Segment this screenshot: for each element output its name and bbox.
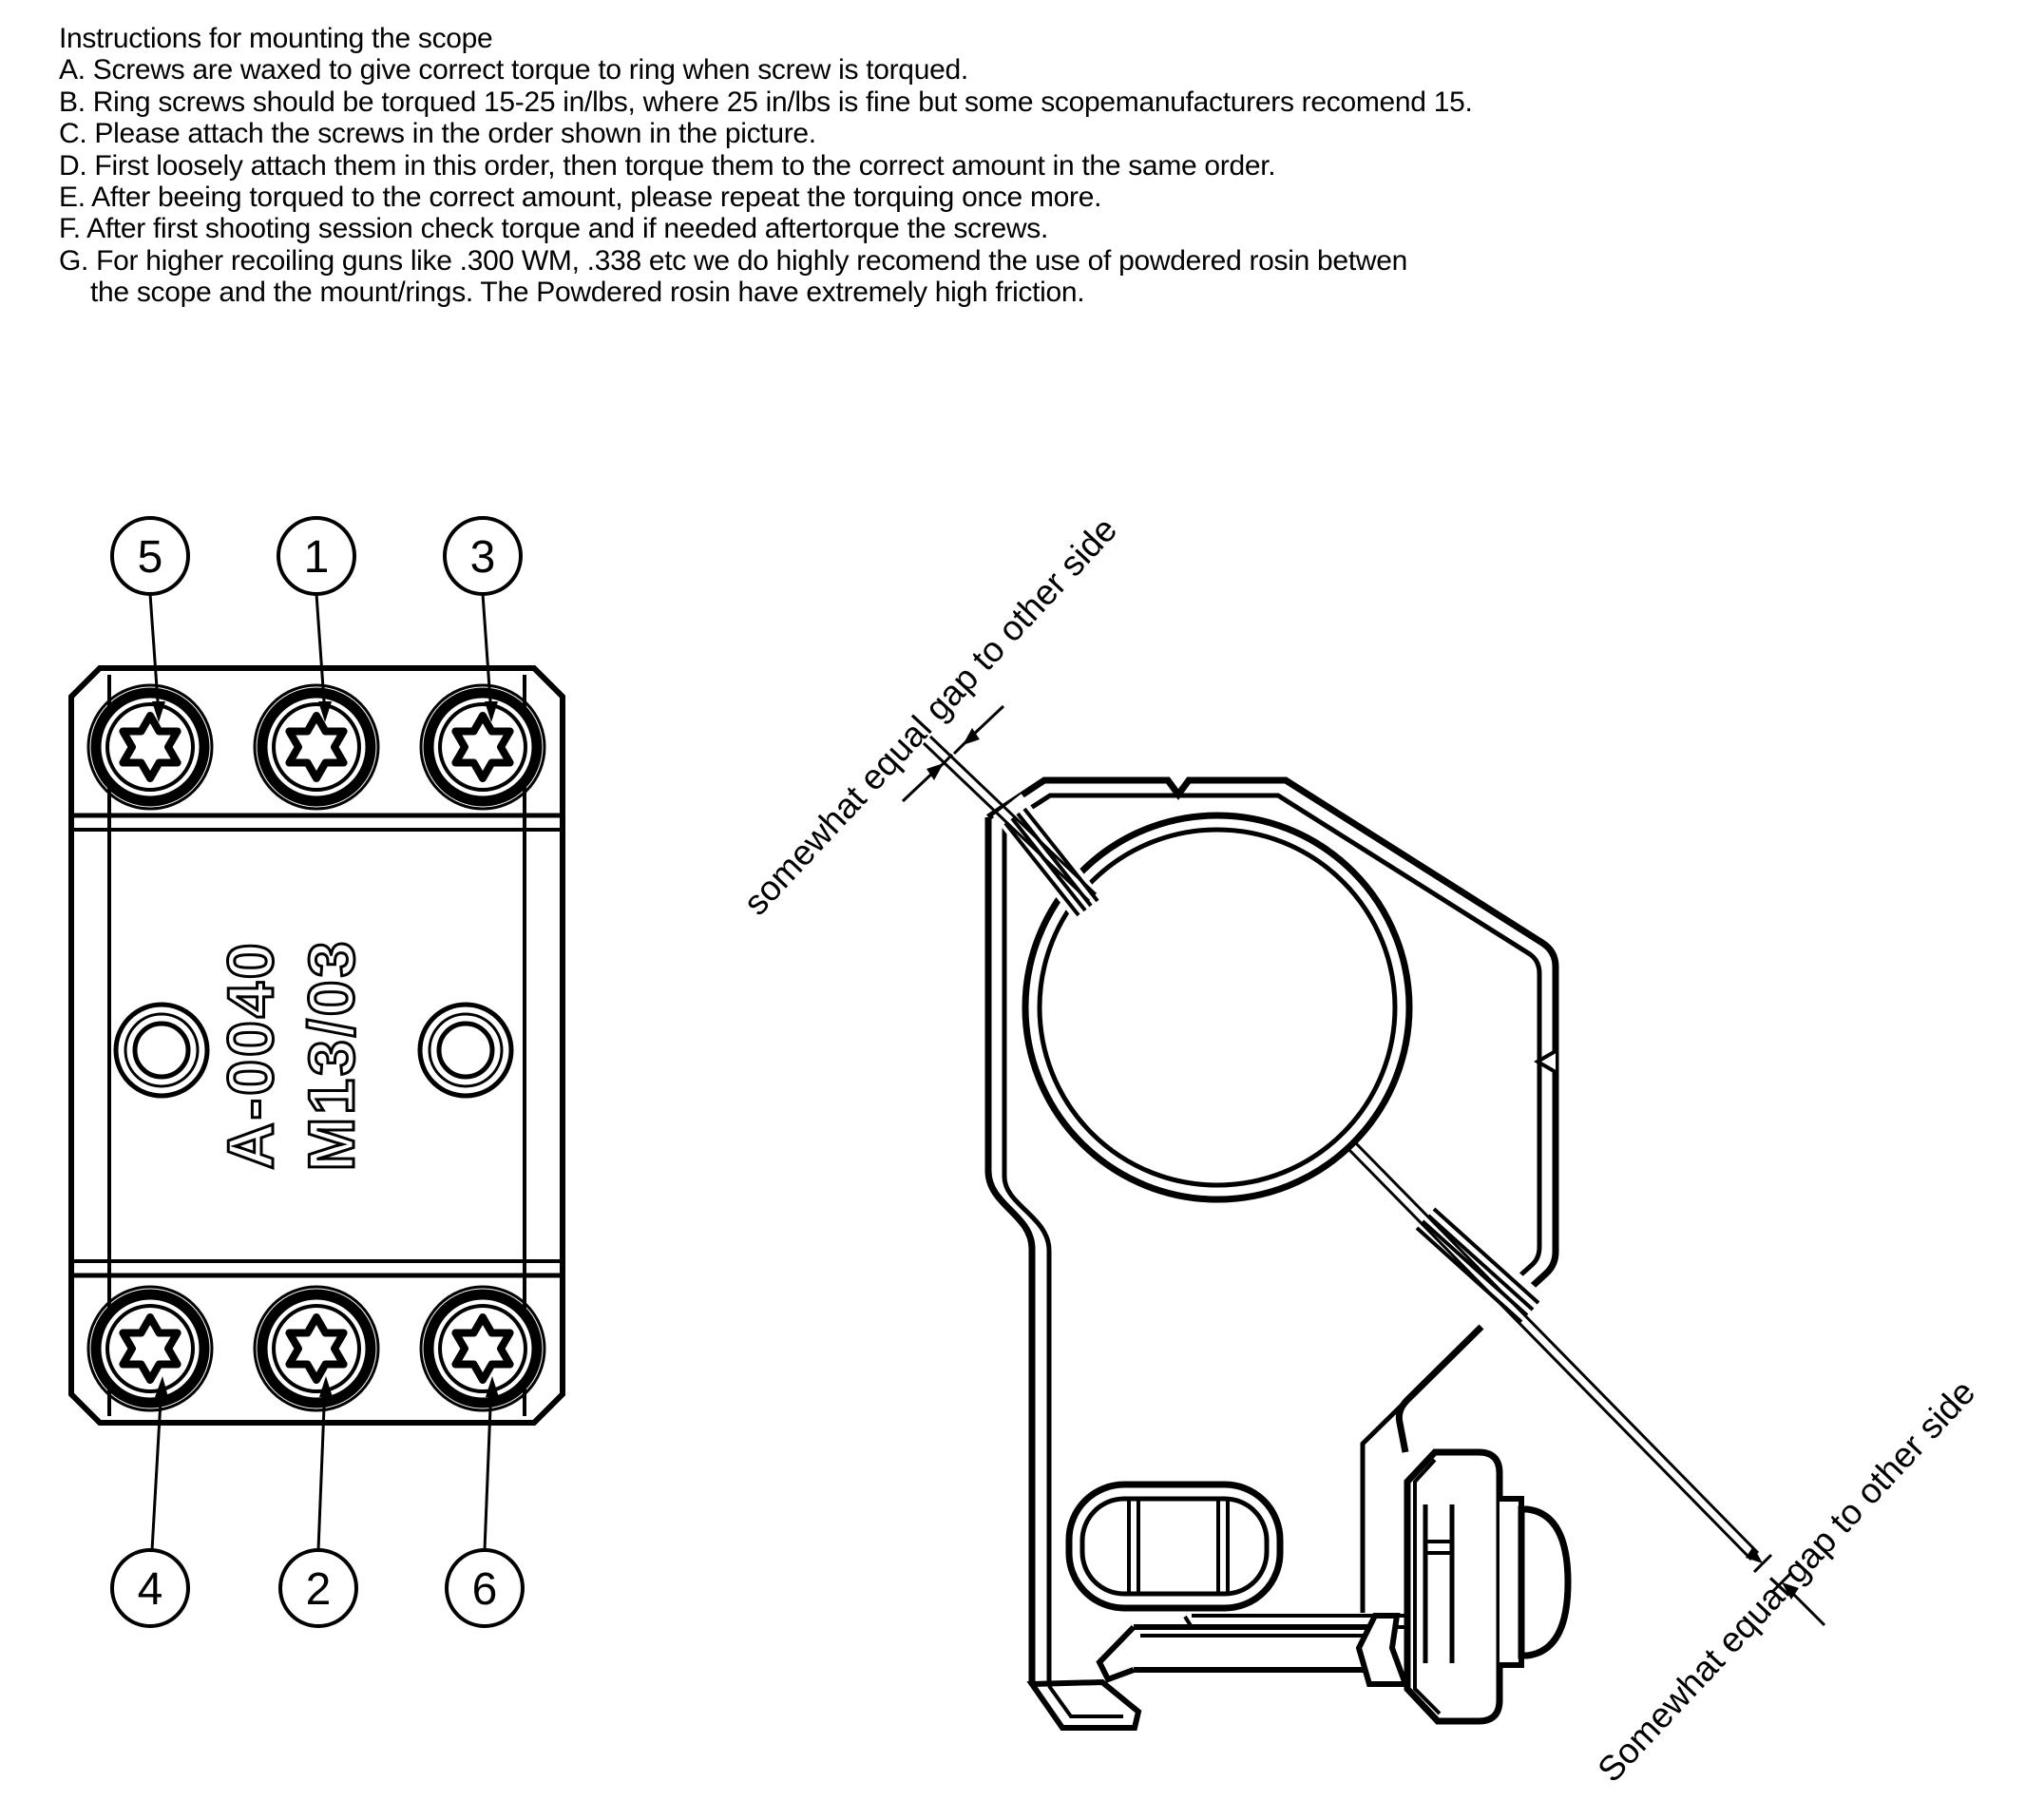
instruction-line-g: G. For higher recoiling guns like .300 W…	[59, 244, 1407, 277]
mount-hole-left	[116, 1005, 207, 1096]
base-rail-bar	[1096, 1614, 1406, 1683]
base-window-cutout	[1065, 1481, 1284, 1612]
instruction-line-d: D. First loosely attach them in this ord…	[59, 149, 1276, 182]
screw-callout-4: 4	[110, 1548, 190, 1628]
svg-text:6: 6	[472, 1564, 498, 1615]
clamp-nut	[1518, 1505, 1572, 1659]
torx-screw-4	[88, 1287, 212, 1410]
screw-callout-2: 2	[278, 1548, 358, 1628]
dimension-arrow-icon	[926, 763, 944, 780]
instruction-line-f: F. After first shooting session check to…	[59, 213, 1048, 245]
base-left-leg	[1026, 1678, 1142, 1731]
ring-outline	[984, 776, 1559, 1684]
callout-balloons: 5 1 3 4 2	[110, 516, 525, 1628]
part-number-engraving: A-0040 M13/03	[214, 937, 370, 1173]
torx-screw-1	[255, 685, 378, 809]
part-number-batch: M13/03	[296, 939, 368, 1172]
instruction-line-a: A. Screws are waxed to give correct torq…	[59, 54, 968, 86]
instruction-line-b: B. Ring screws should be torqued 15-25 i…	[59, 86, 1473, 118]
part-number-model: A-0040	[215, 940, 287, 1169]
screw-callout-1: 1	[277, 516, 356, 596]
dimension-arrow-icon	[1746, 1546, 1763, 1563]
callout-leaders-top	[148, 593, 498, 722]
gap-dimension-top	[901, 704, 1098, 903]
svg-text:1: 1	[304, 532, 330, 583]
screw-callout-6: 6	[445, 1548, 525, 1628]
mount-hole-right	[420, 1005, 511, 1096]
scope-bore-circles	[1022, 812, 1413, 1203]
clamp-plate	[1404, 1448, 1503, 1725]
instruction-line-g-continuation: the scope and the mount/rings. The Powde…	[90, 277, 1085, 309]
gap-annotation-bottom: Somewhat equal gap to other side	[1590, 1372, 1982, 1790]
mount-body-outline	[68, 665, 565, 1426]
screw-callout-5: 5	[110, 516, 190, 596]
dimension-arrow-icon	[963, 728, 980, 745]
dimension-arrow-icon	[1782, 1582, 1799, 1600]
side-view-diagram: somewhat equal gap to other side Somewha…	[735, 509, 1982, 1789]
svg-text:5: 5	[138, 532, 163, 583]
torx-screw-3	[421, 685, 544, 809]
instruction-line-e: E. After beeing torqued to the correct a…	[59, 182, 1102, 214]
instructions-title: Instructions for mounting the scope	[59, 23, 493, 54]
clamp-gap-slit-bottom	[1411, 1197, 1550, 1327]
torx-screw-2	[255, 1287, 378, 1410]
torx-screw-5	[88, 685, 212, 809]
svg-text:2: 2	[306, 1564, 332, 1615]
svg-text:3: 3	[470, 532, 496, 583]
screw-callout-3: 3	[443, 516, 523, 596]
callout-leaders-bottom	[150, 1376, 499, 1551]
torx-screw-6	[421, 1287, 544, 1410]
top-view-diagram: A-0040 M13/03 5	[68, 516, 565, 1628]
svg-text:4: 4	[138, 1564, 163, 1615]
gap-dimension-bottom	[1347, 1140, 1826, 1627]
instructions-block: Instructions for mounting the scope A. S…	[59, 23, 1475, 309]
right-edge-notch-icon	[1534, 1049, 1557, 1074]
instruction-line-c: C. Please attach the screws in the order…	[59, 118, 816, 150]
